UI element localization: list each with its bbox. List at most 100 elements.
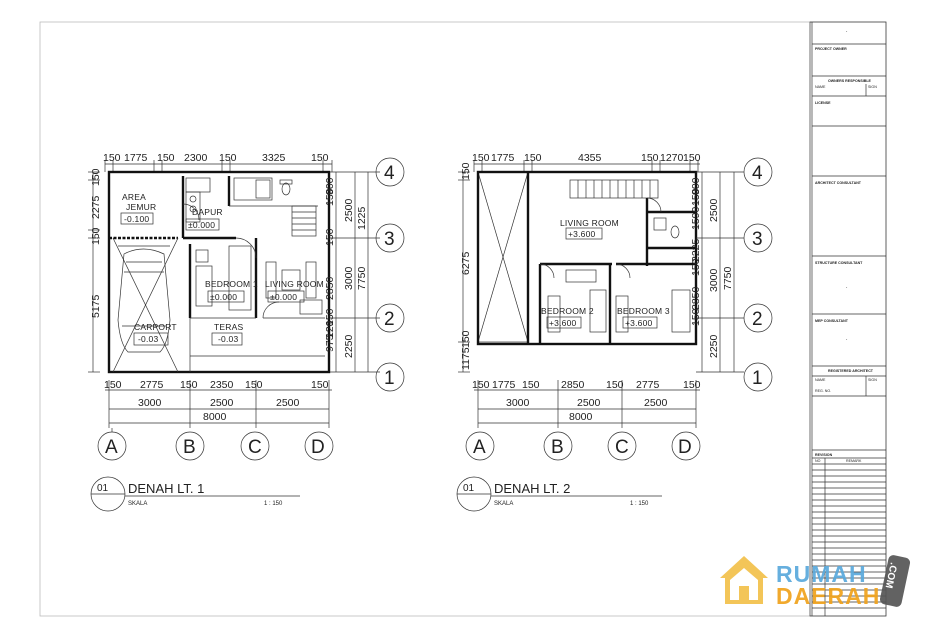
tb-mep-dash: - [846, 337, 848, 341]
tb-sign: SIGN [868, 378, 877, 382]
grid-bubble-d [671, 431, 701, 461]
room-carport: CARPORT [134, 322, 177, 332]
grid-bubble-a [465, 431, 495, 461]
grid-bubble-b [543, 431, 573, 461]
dim-bay: 2500 [577, 397, 601, 409]
level-dapur: ±0.000 [188, 220, 215, 230]
grid-label: C [615, 437, 629, 458]
dim-left: 1175 [460, 347, 472, 370]
dim-left: 150 [90, 168, 102, 186]
dim-right-total: 7750 [722, 266, 734, 290]
plan-title: DENAH LT. 1 [128, 481, 204, 496]
level-bedroom1: ±0.000 [210, 292, 237, 302]
tb-rev-remark: REMARK [846, 459, 862, 463]
room-bedroom3: BEDROOM 3 [617, 306, 670, 316]
grid-label: 4 [384, 163, 395, 184]
tb-reg-no: REG. NO. [815, 389, 831, 393]
grid-bubble-c [607, 431, 637, 461]
dim-bottom: 150 [311, 379, 329, 391]
watermark-line2: DAERAH [776, 583, 880, 609]
dim-right: 2850 [324, 276, 336, 300]
tb-architect-consultant: ARCHITECT CONSULTANT [815, 181, 862, 185]
dim-bottom: 150 [522, 379, 540, 391]
grid-label: 1 [752, 368, 763, 389]
dim-bottom: 150 [472, 379, 490, 391]
dim-bay: 3000 [506, 397, 530, 409]
level-bedroom2: +3.600 [549, 318, 577, 328]
dim-right: 900 [690, 177, 702, 195]
dim-bay: 2500 [644, 397, 668, 409]
grid-label: 2 [384, 309, 395, 330]
dim-total: 8000 [203, 411, 227, 423]
dim-top: 3325 [262, 152, 286, 164]
house-icon [720, 556, 768, 604]
tb-rev-no: NO [815, 459, 821, 463]
dim-left: 150 [460, 162, 472, 180]
level-living: +3.600 [568, 229, 596, 239]
dim-left: 5175 [90, 294, 102, 318]
dim-total: 8000 [569, 411, 593, 423]
tb-structure-dash: - [846, 285, 848, 289]
dim-bottom: 2850 [561, 379, 585, 391]
room-bedroom1: BEDROOM 1 [205, 279, 258, 289]
tb-structure-consultant: STRUCTURE CONSULTANT [815, 261, 863, 265]
watermark-logo: RUMAH DAERAH .COM [720, 555, 911, 609]
row-grid-bubbles: 4 3 2 1 4 3 2 1 [375, 157, 773, 392]
dim-top: 150 [103, 152, 121, 164]
grid-label: C [248, 437, 262, 458]
dim-right: 150 [690, 258, 702, 276]
dim-top: 150 [524, 152, 542, 164]
tb-owners-responsible: OWNERS RESPONSIBLE [828, 79, 872, 83]
grid-bubble-b [175, 431, 205, 461]
tb-project-owner: PROJECT OWNER [815, 47, 847, 51]
dim-right: 3000 [708, 268, 720, 292]
title-block: - PROJECT OWNER OWNERS RESPONSIBLE NAME … [809, 21, 887, 617]
level-teras: -0.03 [218, 334, 238, 344]
scale-label: SKALA [494, 501, 513, 507]
grid-label: 2 [752, 309, 763, 330]
level-carport: -0.03 [138, 334, 158, 344]
plan-lt2: 150 1775 150 4355 150 1270 150 [456, 152, 744, 512]
dim-bay: 3000 [138, 397, 162, 409]
room-teras: TERAS [214, 322, 243, 332]
plan-title: DENAH LT. 2 [494, 481, 570, 496]
dim-top: 150 [472, 152, 490, 164]
dim-bottom: 150 [245, 379, 263, 391]
dim-right: 2250 [343, 334, 355, 358]
dim-right: 3000 [343, 266, 355, 290]
plan-lt1: 150 1775 150 2300 150 3325 150 [88, 152, 380, 512]
dim-right: 975 [324, 334, 336, 352]
dim-left: 2275 [90, 195, 102, 219]
dim-top: 2300 [184, 152, 208, 164]
level-area-jemur: -0.100 [124, 214, 149, 224]
scale-value: 1 : 150 [264, 501, 283, 507]
grid-label: D [678, 437, 692, 458]
dim-left: 150 [460, 330, 472, 348]
dim-right: 2500 [708, 198, 720, 222]
room-living: LIVING ROOM [560, 218, 619, 228]
watermark-line1: RUMAH [776, 561, 867, 587]
dim-right: 150 [324, 188, 336, 206]
grid-bubble-c [240, 431, 270, 461]
tb-dash: - [846, 29, 848, 33]
dim-bottom: 150 [606, 379, 624, 391]
tb-name: NAME [815, 378, 826, 382]
dim-bay: 2500 [276, 397, 300, 409]
tb-license: LICENSE [815, 101, 831, 105]
dim-bottom: 2775 [140, 379, 164, 391]
dim-top: 150 [311, 152, 329, 164]
level-living: ±0.000 [270, 292, 297, 302]
dim-top: 1775 [124, 152, 148, 164]
tb-mep-consultant: MEP CONSULTANT [815, 319, 849, 323]
watermark-badge: .COM [883, 561, 899, 589]
dim-top: 150 [683, 152, 701, 164]
dim-top: 150 [219, 152, 237, 164]
dim-top: 150 [641, 152, 659, 164]
dim-bottom: 150 [683, 379, 701, 391]
grid-label: D [311, 437, 325, 458]
tb-revision: REVISION [815, 453, 833, 457]
grid-label: B [551, 437, 564, 458]
dim-right: 1590 [690, 206, 702, 230]
car-outline [112, 237, 179, 373]
